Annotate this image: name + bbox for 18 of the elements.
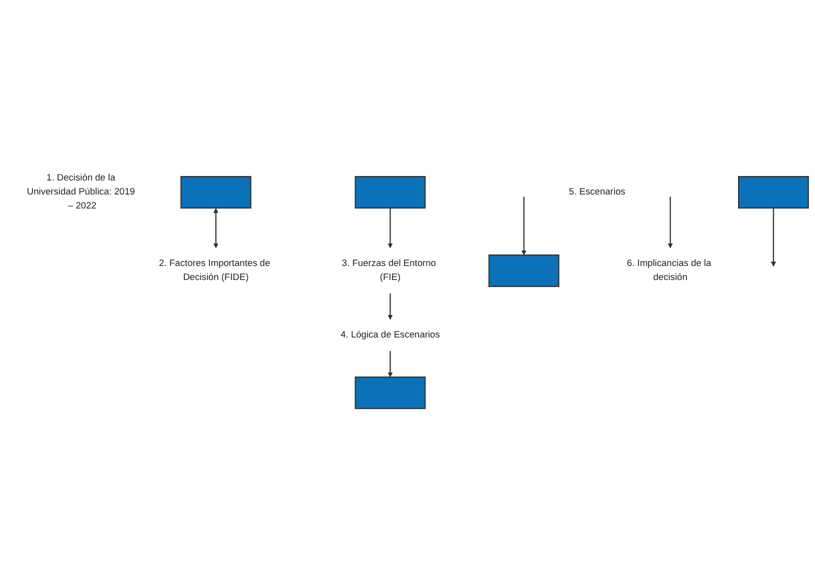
node-box: [180, 176, 252, 209]
arrow: [213, 208, 218, 249]
node-text: 4. Lógica de Escenarios: [340, 330, 440, 340]
node-text: 2. Factores Importantes de Decisión (FIDE): [159, 258, 270, 283]
node-text: 5. Escenarios: [568, 187, 626, 198]
node-box: [354, 376, 426, 410]
node-text: 3. Fuerzas del Entorno (FIE): [342, 258, 436, 283]
arrow: [770, 208, 776, 268]
arrow: [388, 351, 393, 378]
node-text: 6. Implicancias de la decisión: [626, 258, 712, 283]
arrow: [521, 197, 526, 256]
node-box: [488, 254, 560, 288]
arrow: [668, 197, 673, 249]
node-box: [354, 176, 426, 209]
arrow: [388, 208, 393, 249]
node-box: [738, 176, 809, 209]
arrow: [388, 294, 393, 320]
node-text: 1. Decisión de la Universidad Pública: 2019 – 2022: [26, 174, 135, 212]
